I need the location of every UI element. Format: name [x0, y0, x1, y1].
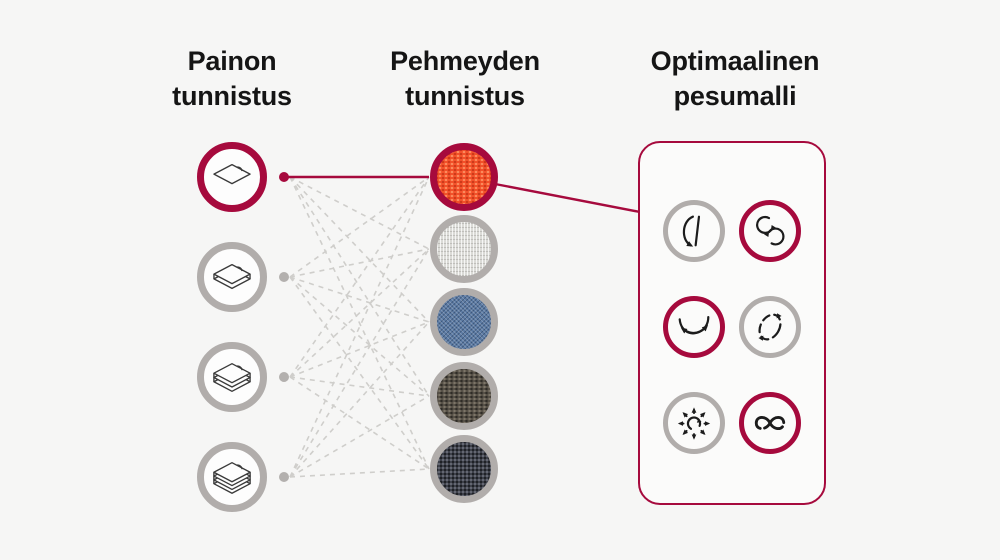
rolling-motion-icon [682, 215, 701, 247]
weight-node-dot-1 [279, 172, 289, 182]
fabric-stack-medium-icon [213, 363, 251, 392]
fabric-stack-thick-icon [213, 462, 251, 494]
wash-motion-filtration-circle [739, 392, 801, 454]
weight-node-dot-4 [279, 472, 289, 482]
optimal-wash-heading: Optimaalinen pesumalli [650, 46, 820, 111]
wash-motion-scrub-circle [663, 392, 725, 454]
fabric-swatch-charcoal-tweed [430, 435, 498, 503]
wash-motion-tumble-circle [739, 200, 801, 262]
filtration-motion-icon [754, 416, 786, 430]
weight-level-1-circle [197, 142, 267, 212]
scrub-motion-icon [677, 407, 711, 440]
swing-motion-icon [678, 316, 710, 335]
fabric-swatch-dark-olive [430, 362, 498, 430]
fabric-swatch-blue-denim [430, 288, 498, 356]
weight-level-2-circle [197, 242, 267, 312]
weight-node-dot-2 [279, 272, 289, 282]
softness-detection-heading: Pehmeyden tunnistus [390, 46, 540, 111]
wash-motion-swing-circle [663, 296, 725, 358]
weight-detection-heading: Painon tunnistus [172, 46, 292, 111]
tumble-motion-icon [756, 215, 785, 246]
weight-level-3-circle [197, 342, 267, 412]
wash-motion-stepping-circle [739, 296, 801, 358]
fabric-slab-thin-icon [213, 263, 251, 290]
weight-level-4-circle [197, 442, 267, 512]
wash-motion-rolling-circle [663, 200, 725, 262]
weight-node-dot-3 [279, 372, 289, 382]
fabric-sheet-single-icon [213, 163, 251, 185]
dashed-connection-lines [289, 176, 430, 478]
stepping-motion-icon [758, 313, 782, 341]
fabric-swatch-light-linen [430, 215, 498, 283]
optimal-wash-panel [638, 141, 826, 505]
fabric-swatch-orange-knit [430, 143, 498, 211]
